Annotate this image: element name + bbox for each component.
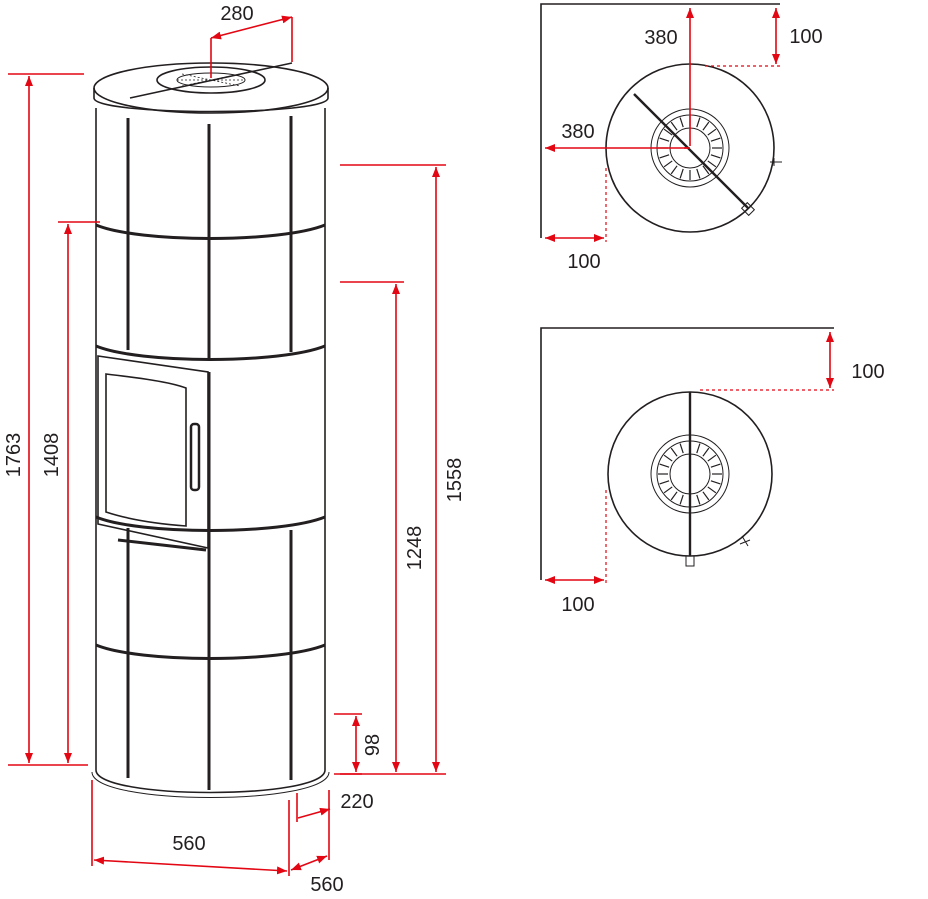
dim-label-560-depth: 560 xyxy=(310,874,343,896)
handle-icon xyxy=(740,201,756,217)
handle-icon-2 xyxy=(685,555,695,567)
dim-total-height: 1763 xyxy=(3,73,88,766)
dim-label-560-width: 560 xyxy=(172,833,205,855)
dim-label-280: 280 xyxy=(220,3,253,25)
dim-label-corner-100-side: 100 xyxy=(567,251,600,273)
stove-body xyxy=(91,108,330,798)
dim-label-220: 220 xyxy=(340,791,373,813)
dim-side-outlet-height: 1248 xyxy=(340,281,426,772)
dim-width: 560 xyxy=(91,780,290,876)
corner-dim-side-clearance: 100 xyxy=(545,168,607,273)
dim-label-98: 98 xyxy=(362,734,384,756)
dim-label-1408: 1408 xyxy=(41,433,63,478)
dim-air-inlet-offset: 220 xyxy=(296,791,374,822)
dim-flue-diameter: 280 xyxy=(210,3,293,78)
wall-lines xyxy=(540,327,834,580)
dim-label-wall-100-side: 100 xyxy=(561,594,594,616)
corner-dim-back-clearance: 100 xyxy=(705,7,823,67)
wall-dim-back-clearance: 100 xyxy=(700,332,885,391)
dim-air-inlet-height: 98 xyxy=(334,713,384,775)
dim-label-1763: 1763 xyxy=(3,433,25,478)
corner-walls xyxy=(540,3,780,238)
wall-installation-plan: 100 100 xyxy=(540,327,885,616)
plate-split-line xyxy=(633,93,749,209)
tile-joints xyxy=(95,116,326,790)
dim-top-outlet-height: 1558 xyxy=(340,164,466,775)
air-inlet-icon-2 xyxy=(739,535,751,547)
front-view: 280 1763 1408 1558 1248 xyxy=(3,3,466,896)
air-inlet-icon xyxy=(770,158,782,166)
dim-label-corner-380-y: 380 xyxy=(644,27,677,49)
dim-label-1248: 1248 xyxy=(404,526,426,571)
dim-label-1558: 1558 xyxy=(444,458,466,503)
dim-rear-outlet-height: 1408 xyxy=(41,221,100,763)
fire-door xyxy=(97,355,209,552)
wall-dim-side-clearance: 100 xyxy=(545,490,607,616)
corner-dim-flue-x: 380 xyxy=(545,121,688,152)
dim-label-corner-100-back: 100 xyxy=(789,26,822,48)
dim-label-wall-100-back: 100 xyxy=(851,361,884,383)
corner-installation-plan: 100 380 380 100 xyxy=(540,3,823,273)
dim-depth: 560 xyxy=(290,790,344,896)
dim-label-corner-380-x: 380 xyxy=(561,121,594,143)
door-handle-icon xyxy=(189,422,201,492)
